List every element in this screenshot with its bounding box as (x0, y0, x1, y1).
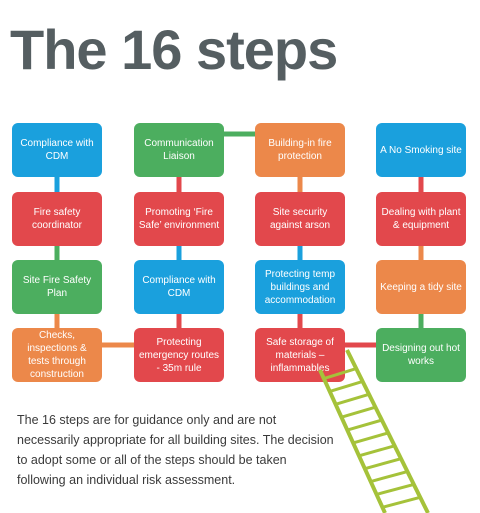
step-promoting-fire-safe-environment: Promoting ‘Fire Safe’ environment (134, 192, 224, 246)
step-no-smoking-site: A No Smoking site (376, 123, 466, 177)
step-site-fire-safety-plan: Site Fire Safety Plan (12, 260, 102, 314)
step-designing-out-hot-works: Designing out hot works (376, 328, 466, 382)
step-site-security-against-arson: Site security against arson (255, 192, 345, 246)
step-compliance-with-cdm-1: Compliance with CDM (12, 123, 102, 177)
step-checks-inspections-tests: Checks, inspections & tests through cons… (12, 328, 102, 382)
page-title: The 16 steps (10, 18, 338, 81)
step-dealing-with-plant-equipment: Dealing with plant & equipment (376, 192, 466, 246)
step-protecting-temp-buildings: Protecting temp buildings and accommodat… (255, 260, 345, 314)
step-fire-safety-coordinator: Fire safety coordinator (12, 192, 102, 246)
step-communication-liaison: Communication Liaison (134, 123, 224, 177)
step-compliance-with-cdm-2: Compliance with CDM (134, 260, 224, 314)
step-protecting-emergency-routes: Protecting emergency routes - 35m rule (134, 328, 224, 382)
step-keeping-tidy-site: Keeping a tidy site (376, 260, 466, 314)
guidance-note: The 16 steps are for guidance only and a… (17, 413, 334, 487)
step-building-in-fire-protection: Building-in fire protection (255, 123, 345, 177)
step-safe-storage-materials: Safe storage of materials – inflammables (255, 328, 345, 382)
